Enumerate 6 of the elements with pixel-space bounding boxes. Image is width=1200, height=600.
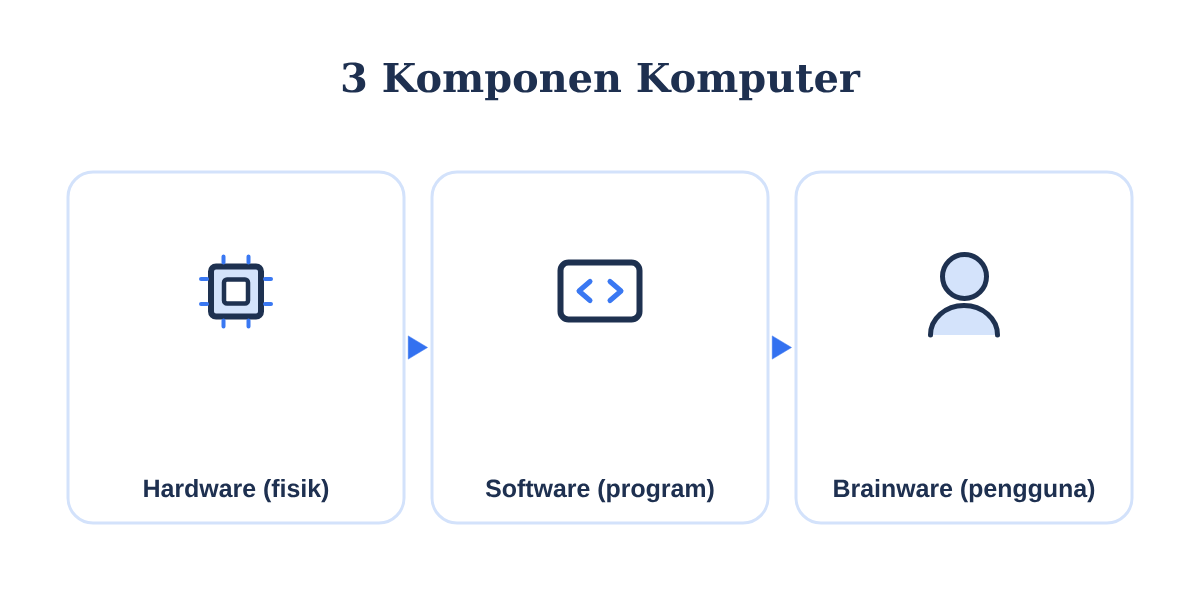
arrow bbox=[407, 335, 428, 360]
card: Software (program) bbox=[430, 170, 770, 525]
title: 3 Komponen Komputer bbox=[342, 62, 861, 101]
card: Brainware (pengguna) bbox=[794, 170, 1134, 525]
arrow bbox=[771, 335, 792, 360]
card: Hardware (fisik) bbox=[66, 170, 406, 525]
